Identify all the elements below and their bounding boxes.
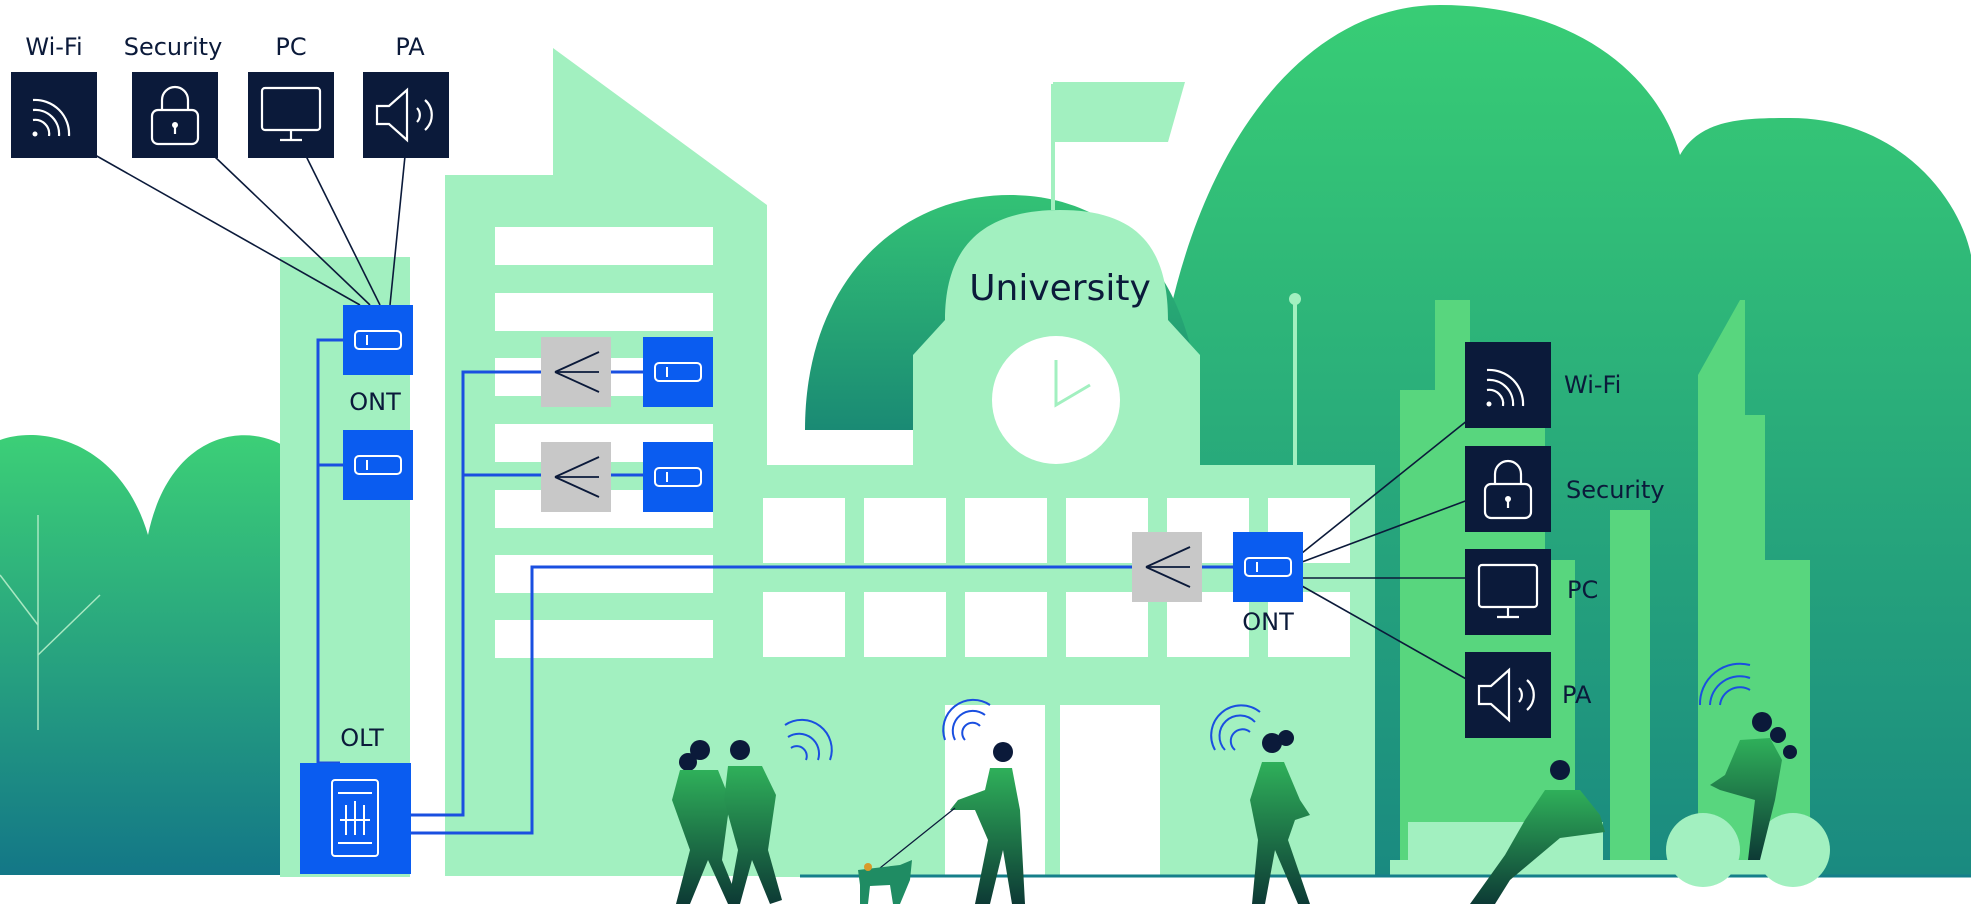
left-pa-label: PA: [395, 33, 425, 61]
door-right: [1060, 705, 1160, 877]
right-security-device: [1465, 446, 1551, 532]
left-wifi-device: [11, 72, 97, 158]
person-with-bag: [1225, 730, 1310, 904]
person-walking-2: [724, 740, 782, 904]
wifi-waves-4: [1698, 662, 1751, 706]
person-on-bench: [1470, 760, 1605, 904]
splitter-icon: [554, 456, 600, 498]
left-pa-device: [363, 72, 449, 158]
ont-icon: [354, 455, 402, 475]
left-security-device: [132, 72, 218, 158]
cyclist: [1666, 712, 1830, 887]
university-ont: [1233, 532, 1303, 602]
lock-icon: [1483, 459, 1533, 520]
right-pa-device: [1465, 652, 1551, 738]
left-tree: [0, 434, 290, 875]
splitter-1: [541, 337, 611, 407]
olt-icon: [331, 779, 379, 857]
right-pc-label: PC: [1567, 576, 1598, 604]
ont-icon: [654, 362, 702, 382]
right-security-label: Security: [1566, 476, 1665, 504]
wifi-waves-2: [942, 698, 991, 741]
ont-icon: [354, 330, 402, 350]
splitter-icon: [554, 351, 600, 393]
right-wifi-label: Wi-Fi: [1564, 371, 1621, 399]
wifi-waves-3: [1210, 704, 1261, 751]
wifi-waves-1: [784, 718, 833, 761]
right-pc-device: [1465, 549, 1551, 635]
people: [672, 662, 1830, 904]
speaker-icon: [1477, 667, 1535, 723]
wifi-icon: [32, 98, 71, 137]
left-wifi-label: Wi-Fi: [25, 33, 82, 61]
tower-ont-1: [643, 337, 713, 407]
left-pc-device: [248, 72, 334, 158]
left-ont-label: ONT: [349, 388, 401, 416]
left-ont-1: [343, 305, 413, 375]
splitter-2: [541, 442, 611, 512]
building-title: University: [969, 268, 1151, 309]
lock-icon: [150, 85, 200, 146]
left-device-row: Wi-Fi Security PC PA: [11, 33, 449, 158]
right-building-mid: [1610, 510, 1650, 877]
splitter-3: [1132, 532, 1202, 602]
right-wifi-device: [1465, 342, 1551, 428]
tower-narrow-stripe: [410, 257, 430, 877]
ont-icon: [1244, 557, 1292, 577]
ont-icon: [654, 467, 702, 487]
tower-ont-2: [643, 442, 713, 512]
person-dog-walker: [879, 742, 1025, 904]
speaker-icon: [375, 87, 433, 143]
right-pa-label: PA: [1562, 681, 1592, 709]
university-windows: [763, 498, 1350, 657]
clock-hands: [1054, 360, 1091, 408]
right-device-column: Wi-Fi Security PC: [1465, 342, 1665, 738]
person-walking-1: [672, 740, 740, 904]
flag: [1053, 82, 1185, 142]
left-pc-label: PC: [275, 33, 306, 61]
wifi-icon: [1486, 368, 1525, 407]
left-security-label: Security: [124, 33, 223, 61]
olt-device: [300, 763, 411, 874]
splitter-icon: [1145, 546, 1191, 588]
right-ont-label: ONT: [1242, 608, 1294, 636]
antenna-tip: [1289, 293, 1301, 305]
dog: [858, 860, 912, 904]
right-bottom-strip: [1390, 860, 1810, 877]
left-ont-2: [343, 430, 413, 500]
device-links: [94, 154, 1469, 681]
tree-branch-lines: [0, 515, 101, 730]
olt-label: OLT: [340, 724, 384, 752]
monitor-icon: [260, 86, 322, 142]
monitor-icon: [1477, 563, 1539, 619]
